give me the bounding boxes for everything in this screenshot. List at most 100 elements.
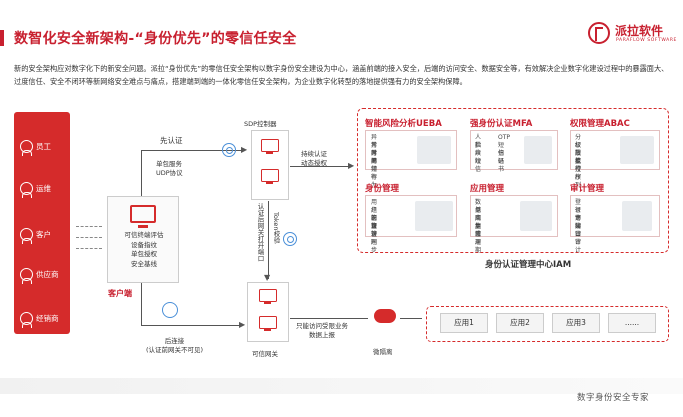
iam-label: 身份认证管理中心IAM bbox=[485, 260, 572, 270]
module-item: 分级授权 bbox=[575, 134, 582, 165]
role-dealer: 经销商 bbox=[20, 308, 68, 328]
app-2: 应用2 bbox=[496, 313, 544, 333]
connector bbox=[268, 201, 269, 279]
sdp-controller bbox=[251, 130, 289, 200]
globe-icon bbox=[162, 302, 178, 318]
edge-first-auth: 先认证 bbox=[160, 136, 183, 145]
arrow-right-icon: ▶ bbox=[241, 145, 248, 154]
app-1: 应用1 bbox=[440, 313, 488, 333]
gear-icon bbox=[283, 232, 297, 246]
module-title: 权限管理ABAC bbox=[570, 119, 630, 129]
monitor-icon bbox=[130, 205, 156, 228]
header bbox=[0, 0, 683, 58]
edge-token: Token校验 bbox=[272, 212, 280, 244]
module-item: 异常频率 bbox=[371, 150, 378, 181]
arrow-right-icon: ▶ bbox=[239, 320, 246, 329]
monitor-icon bbox=[261, 169, 279, 184]
cloud-isolation-icon bbox=[374, 309, 396, 323]
roles-panel: 员工 运维 客户 供应商 经销商 bbox=[14, 112, 70, 334]
connector bbox=[400, 318, 422, 319]
role-label: 客户 bbox=[36, 229, 51, 239]
module-title: 身份管理 bbox=[365, 184, 400, 194]
module-item: 数据同步 bbox=[475, 199, 482, 230]
role-customer: 客户 bbox=[20, 224, 68, 244]
module-item: 证书 bbox=[498, 158, 505, 173]
module-title: 智能风险分析UEBA bbox=[365, 119, 442, 129]
role-label: 运维 bbox=[36, 183, 51, 193]
module-title: 审计管理 bbox=[570, 184, 605, 194]
role-label: 供应商 bbox=[36, 269, 59, 279]
footer-band bbox=[0, 378, 683, 394]
edge-open-port: 认证后网关打开端口 bbox=[256, 203, 264, 262]
users-group-icon bbox=[415, 201, 453, 231]
monitor-icon bbox=[259, 316, 277, 331]
connector bbox=[141, 283, 142, 325]
module-item: 接口审计 bbox=[575, 223, 582, 254]
user-icon bbox=[20, 311, 33, 328]
edge-access: 只能访问受限业务 数据上报 bbox=[296, 322, 348, 339]
module-item: 扫码 bbox=[498, 150, 505, 165]
monitor-icon bbox=[261, 139, 279, 154]
sdp-label: SDP控制器 bbox=[244, 120, 277, 128]
role-employee: 员工 bbox=[20, 136, 68, 156]
user-icon bbox=[20, 267, 33, 284]
role-label: 经销商 bbox=[36, 313, 59, 323]
module-item: 访问审计 bbox=[575, 215, 582, 246]
app-3: 应用3 bbox=[552, 313, 600, 333]
module-item: 登录审计 bbox=[575, 199, 582, 230]
edge-continuous-auth: 持续认证 动态授权 bbox=[301, 150, 327, 167]
module-item: 权限监控 bbox=[575, 142, 582, 173]
arrow-down-icon: ▼ bbox=[264, 273, 271, 282]
connector bbox=[141, 325, 243, 326]
module-item: 岗位管理 bbox=[371, 215, 378, 246]
connector bbox=[141, 150, 142, 196]
intro-paragraph: 新的安全架构应对数字化下的新安全问题。派拉“身份优先”的零信任安全架构以数字身份… bbox=[14, 64, 669, 86]
gear-icon bbox=[222, 143, 236, 157]
module-item: 生命周期 bbox=[475, 223, 482, 254]
brand-logo-icon bbox=[588, 22, 610, 44]
client-feature: 可信终端评估 bbox=[124, 231, 164, 239]
connector bbox=[290, 166, 350, 167]
module-item: 短信 bbox=[498, 142, 505, 157]
module-title: 应用管理 bbox=[470, 184, 505, 194]
module-item: 短信 bbox=[475, 158, 482, 173]
user-icon bbox=[20, 181, 33, 198]
edge-spa: 单包服务 UDP协议 bbox=[156, 160, 183, 177]
module-item: 单点集成 bbox=[475, 207, 482, 238]
client-box: 可信终端评估 设备指纹 单包授权 安全基线 bbox=[107, 196, 179, 283]
brand-name: 派拉软件 bbox=[615, 24, 664, 38]
footer-slogan: 数字身份安全专家 bbox=[577, 393, 650, 403]
user-icon bbox=[20, 139, 33, 156]
role-arrow bbox=[76, 226, 102, 227]
role-label: 员工 bbox=[36, 141, 51, 151]
module-item: 声纹 bbox=[475, 150, 482, 165]
document-icon bbox=[622, 201, 652, 231]
role-ops: 运维 bbox=[20, 178, 68, 198]
client-feature: 设备指纹 bbox=[131, 240, 157, 249]
module-item: 组织管理 bbox=[371, 207, 378, 238]
client-feature: 安全基线 bbox=[131, 259, 157, 268]
connector bbox=[290, 318, 368, 319]
module-item: 异常行为 bbox=[371, 158, 378, 189]
monitor-icon bbox=[259, 289, 277, 304]
edge-after-connect: 后连接 (认证前网关不可见) bbox=[146, 337, 204, 354]
module-item: 应用管理 bbox=[475, 215, 482, 246]
user-key-icon bbox=[620, 136, 654, 164]
module-item: 指纹 bbox=[475, 142, 482, 157]
module-item: 执行序列 bbox=[575, 158, 582, 189]
client-feature: 单包授权 bbox=[131, 250, 157, 258]
arrow-right-icon: ▶ bbox=[348, 161, 355, 170]
face-id-icon bbox=[524, 136, 552, 164]
module-item: 行为审计 bbox=[575, 207, 582, 238]
module-item: 人脸 bbox=[475, 134, 482, 149]
module-item: 工单授权 bbox=[575, 150, 582, 181]
client-features: 可信终端评估 设备指纹 单包授权 安全基线 bbox=[108, 231, 180, 269]
client-label: 客户端 bbox=[108, 289, 132, 298]
apps-container bbox=[426, 306, 669, 342]
module-title: 强身份认证MFA bbox=[470, 119, 533, 129]
module-item: 异常IP bbox=[371, 142, 378, 165]
role-supplier: 供应商 bbox=[20, 264, 68, 284]
gateway-label: 可信网关 bbox=[252, 350, 278, 358]
app-grid-icon bbox=[520, 201, 552, 231]
waveform-icon bbox=[417, 136, 451, 164]
